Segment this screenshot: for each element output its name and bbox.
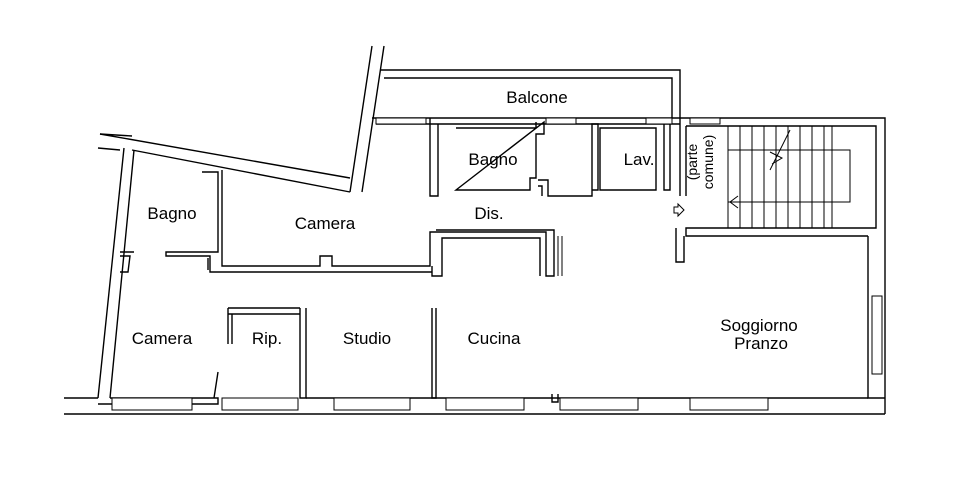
window-rip	[221, 397, 299, 411]
label-lavanderia: Lav.	[624, 150, 655, 169]
room-labels: Balcone Bagno Lav. (parte comune) Bagno …	[132, 88, 798, 353]
stair-up-arrow	[769, 151, 784, 165]
entrance-arrow	[673, 202, 685, 218]
label-parte-comune-1: (parte	[684, 144, 700, 181]
label-parte-comune-2: comune)	[700, 135, 716, 189]
label-camera-bottom: Camera	[132, 329, 193, 348]
label-balcone: Balcone	[506, 88, 567, 107]
windows	[111, 117, 883, 411]
window-balcony-3	[645, 117, 673, 125]
staircase	[673, 126, 851, 228]
outer-walls	[64, 45, 886, 415]
label-cucina: Cucina	[468, 329, 521, 348]
window-camera	[111, 397, 193, 411]
label-soggiorno: Soggiorno	[720, 316, 798, 335]
window-balcony-2	[545, 117, 577, 125]
label-bagno-left: Bagno	[147, 204, 196, 223]
label-studio: Studio	[343, 329, 391, 348]
window-cucina-2	[559, 397, 639, 411]
stair-down-arrow	[729, 195, 739, 209]
window-studio	[333, 397, 411, 411]
window-stair	[689, 117, 721, 125]
window-soggiorno-side	[871, 295, 883, 375]
window-balcony-1	[375, 117, 427, 125]
label-ripostiglio: Rip.	[252, 329, 282, 348]
label-pranzo: Pranzo	[734, 334, 788, 353]
label-bagno-top: Bagno	[468, 150, 517, 169]
interior-walls	[98, 118, 877, 405]
label-disimpegno: Dis.	[474, 204, 503, 223]
window-soggiorno	[689, 397, 769, 411]
window-cucina-1	[445, 397, 525, 411]
label-camera-top: Camera	[295, 214, 356, 233]
